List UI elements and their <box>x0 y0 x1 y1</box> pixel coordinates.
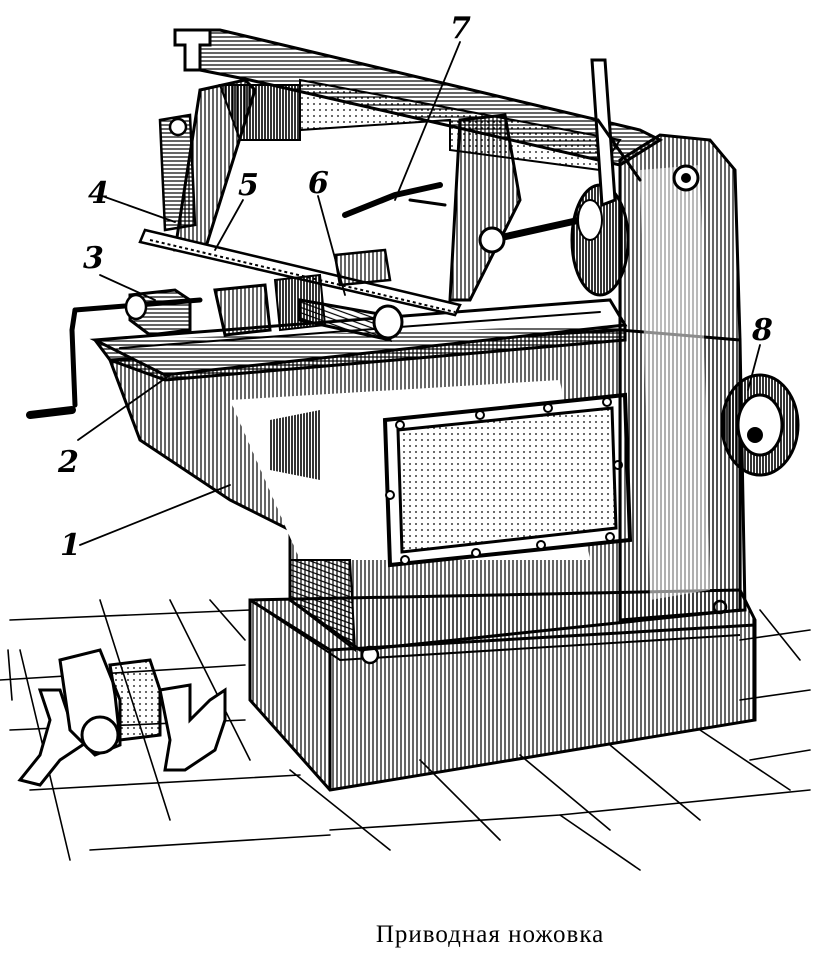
inspection-window <box>382 392 633 568</box>
callout-4: 4 <box>88 176 109 211</box>
drive-pulley <box>570 183 630 297</box>
floor-grid <box>0 599 811 871</box>
control-lever <box>590 58 642 208</box>
workpiece-bar <box>298 298 404 342</box>
side-handwheel <box>720 373 800 477</box>
callout-5: 5 <box>238 168 259 203</box>
vice <box>26 248 392 419</box>
callout-2: 2 <box>57 445 79 480</box>
saw-frame <box>158 78 522 302</box>
callout-7: 7 <box>450 11 471 46</box>
callout-6: 6 <box>308 166 329 201</box>
callout-3: 3 <box>83 241 104 276</box>
work-table <box>89 298 628 382</box>
callout-8: 8 <box>751 313 773 348</box>
callout-leaders <box>77 41 761 546</box>
connecting-rod <box>342 182 584 254</box>
workpiece-rail-profiles <box>17 648 227 787</box>
column <box>618 133 747 622</box>
callout-1: 1 <box>60 528 81 563</box>
figure-caption: Приводная ножовка <box>376 921 604 948</box>
